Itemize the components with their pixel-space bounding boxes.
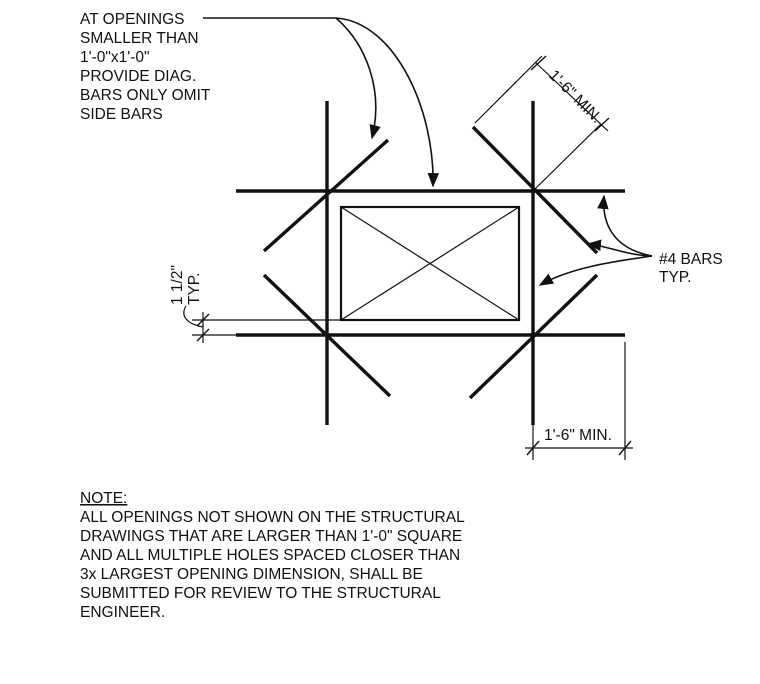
openings-callout-line: BARS ONLY OMIT xyxy=(80,87,211,104)
bars-callout-leader xyxy=(538,194,653,286)
opening-diagonal-2 xyxy=(340,206,520,321)
diagonal-bar-lower-left xyxy=(262,273,392,398)
opening-outline xyxy=(339,205,521,322)
bars-callout-text: #4 BARS TYP. xyxy=(659,251,723,286)
openings-callout-line: PROVIDE DIAG. xyxy=(80,68,196,85)
openings-callout-line: AT OPENINGS xyxy=(80,11,185,28)
diagonal-bar-upper-right xyxy=(471,125,599,255)
bars-callout-line: #4 BARS xyxy=(659,251,723,268)
note-heading: NOTE: xyxy=(80,490,127,507)
cover-dimension-label: 1 1/2" TYP. xyxy=(169,265,203,305)
note-line: DRAWINGS THAT ARE LARGER THAN 1'-0" SQUA… xyxy=(80,528,462,545)
diagonal-bar-upper-left xyxy=(262,138,390,253)
cover-dimension xyxy=(183,305,341,343)
openings-callout-leader xyxy=(203,17,440,188)
svg-text:1 1/2": 1 1/2" xyxy=(169,265,186,305)
opening xyxy=(339,205,521,322)
note-line: SUBMITTED FOR REVIEW TO THE STRUCTURAL xyxy=(80,585,441,602)
note-line: ENGINEER. xyxy=(80,604,165,621)
diagonal-bar-lower-right xyxy=(468,273,599,400)
general-note: NOTE: ALL OPENINGS NOT SHOWN ON THE STRU… xyxy=(80,490,465,621)
svg-text:TYP.: TYP. xyxy=(186,273,203,305)
diagonal-dimension-label: 1'-6" MIN. xyxy=(545,67,605,127)
note-line: 3x LARGEST OPENING DIMENSION, SHALL BE xyxy=(80,566,423,583)
diagonal-bars xyxy=(262,125,599,400)
openings-callout-line: SIDE BARS xyxy=(80,106,163,123)
diagonal-dimension xyxy=(474,55,610,192)
bars-callout-line: TYP. xyxy=(659,269,691,286)
note-line: AND ALL MULTIPLE HOLES SPACED CLOSER THA… xyxy=(80,547,460,564)
horizontal-dimension-label: 1'-6" MIN. xyxy=(544,427,612,444)
openings-callout-line: 1'-0"x1'-0" xyxy=(80,49,149,66)
note-line: ALL OPENINGS NOT SHOWN ON THE STRUCTURAL xyxy=(80,509,465,526)
openings-callout-line: SMALLER THAN xyxy=(80,30,199,47)
openings-callout-text: AT OPENINGS SMALLER THAN 1'-0"x1'-0" PRO… xyxy=(80,11,211,123)
side-bars xyxy=(236,101,625,425)
horizontal-dimension xyxy=(525,340,633,460)
